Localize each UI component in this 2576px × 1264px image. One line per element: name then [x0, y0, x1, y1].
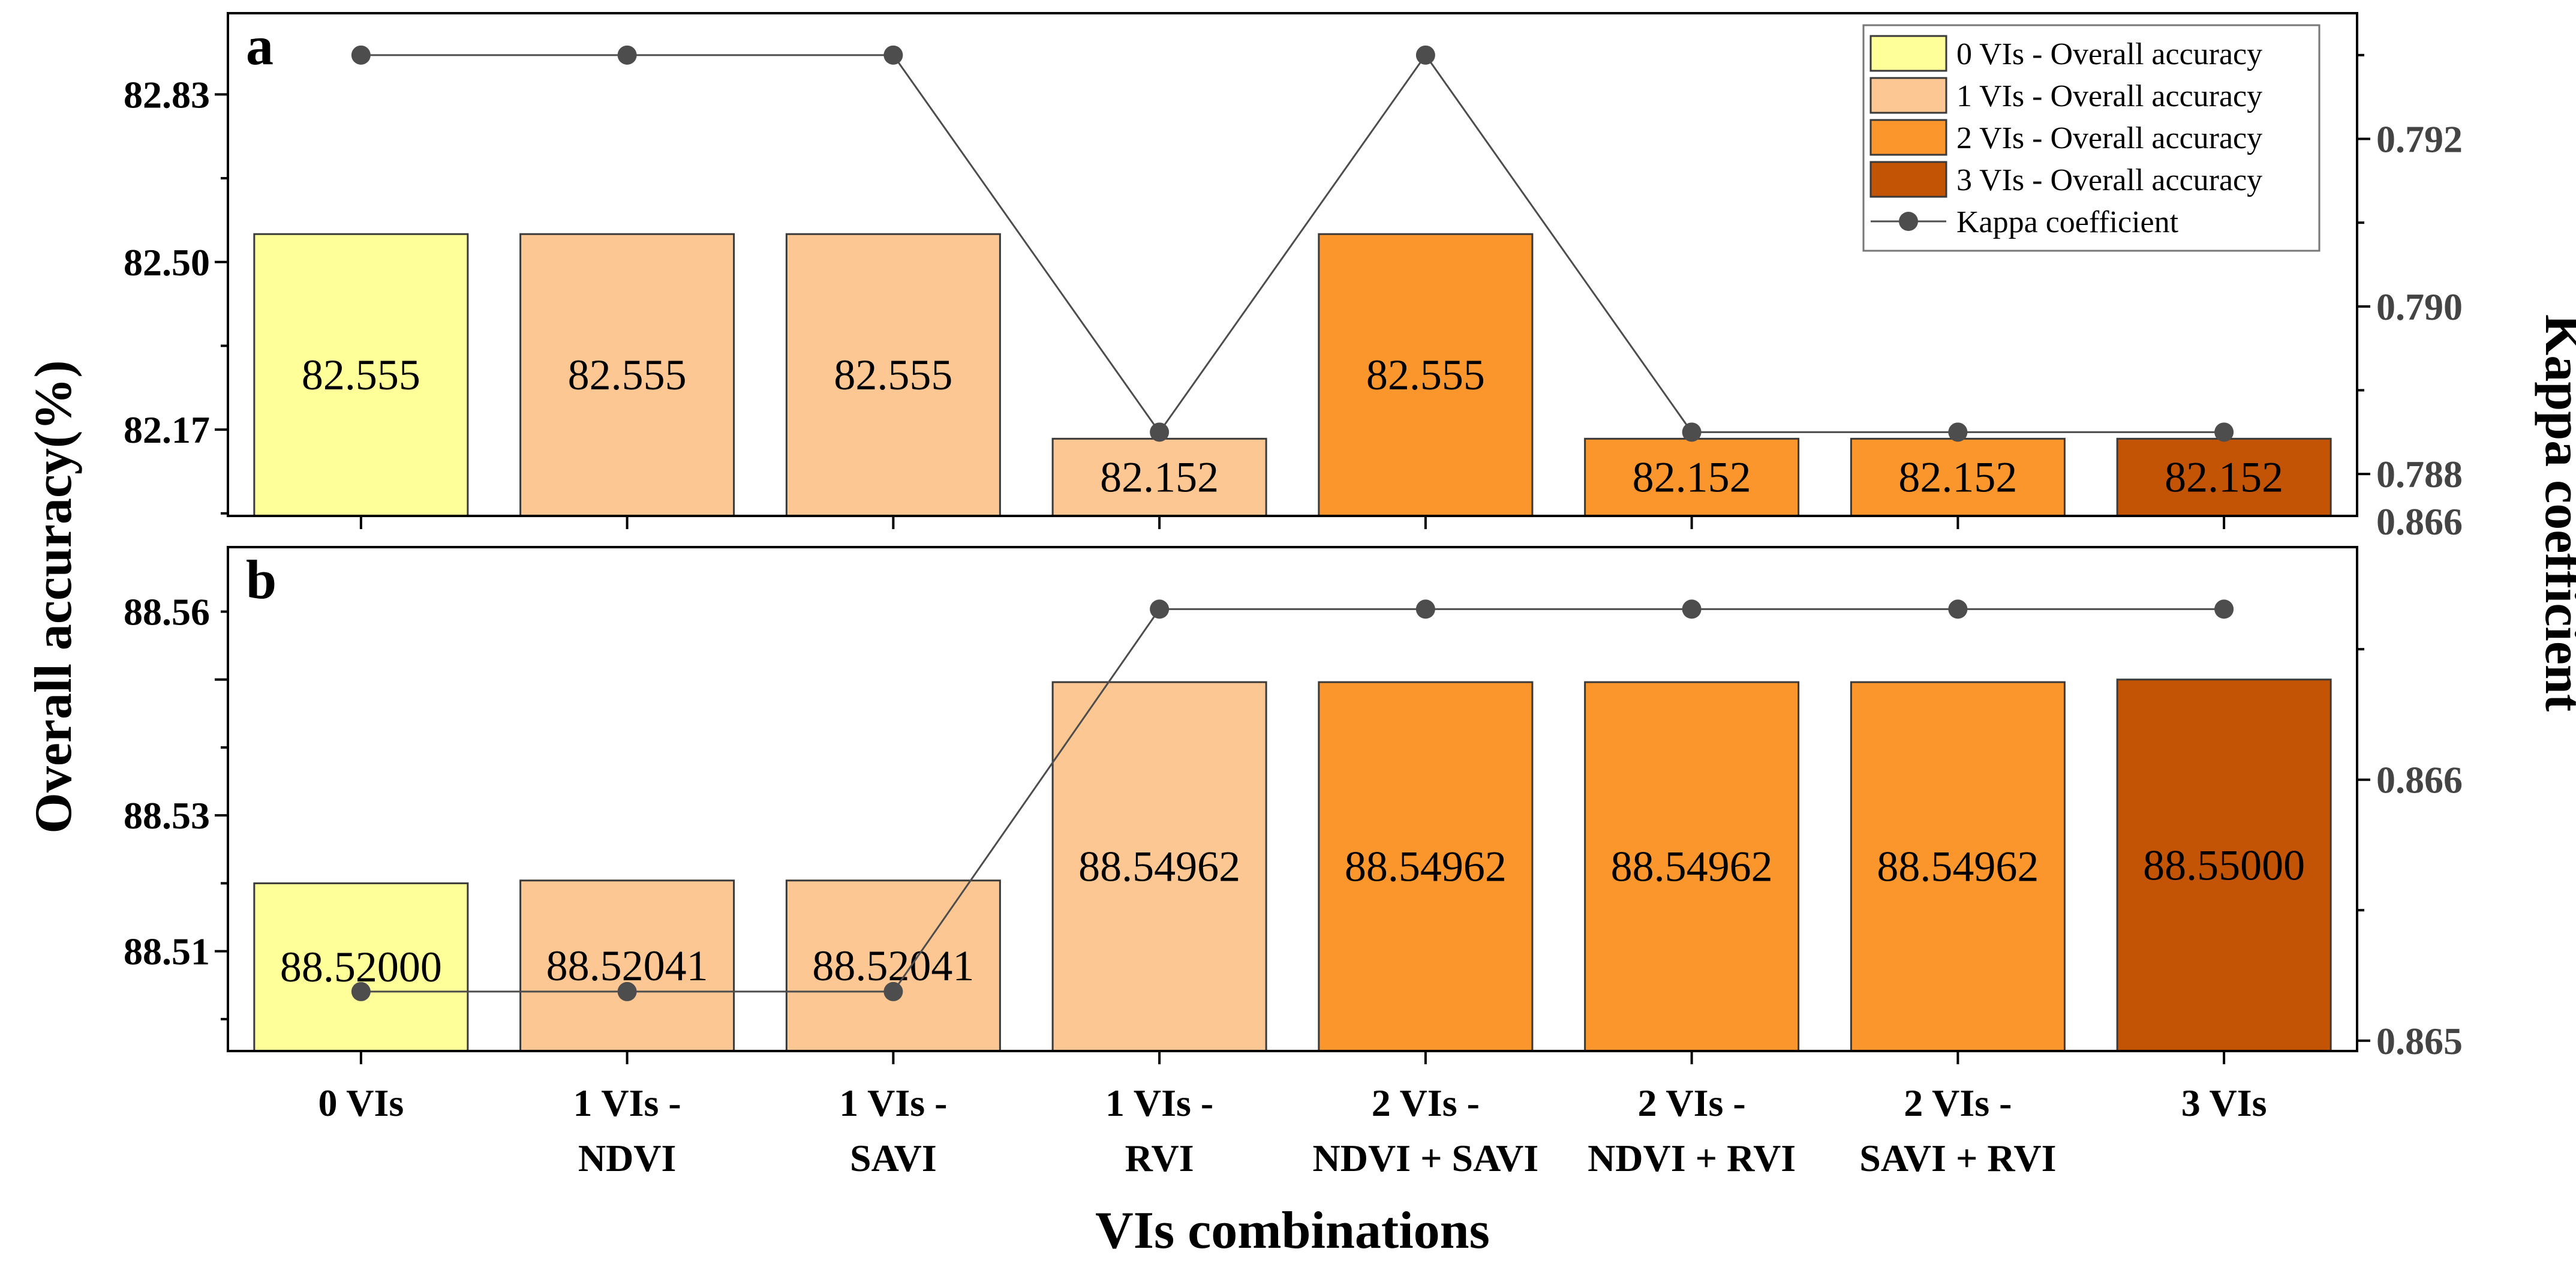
kappa-point	[1150, 422, 1170, 442]
x-tick-label: 0 VIs	[318, 1082, 404, 1124]
legend-swatch	[1869, 35, 1947, 72]
legend-label: 2 VIs - Overall accuracy	[1956, 121, 2262, 155]
legend-label: 3 VIs - Overall accuracy	[1956, 163, 2262, 197]
bar-value-label: 88.52041	[546, 942, 708, 990]
kappa-point	[1682, 599, 1702, 619]
x-tick-label: NDVI + SAVI	[1313, 1137, 1539, 1179]
kappa-point	[617, 981, 637, 1001]
legend-label: 0 VIs - Overall accuracy	[1956, 37, 2262, 71]
kappa-point	[1948, 599, 1968, 619]
legend: 0 VIs - Overall accuracy 1 VIs - Overall …	[1862, 24, 2320, 252]
bar	[2116, 437, 2332, 517]
x-tick-label: 1 VIs -	[839, 1082, 947, 1124]
bar	[1318, 233, 1534, 517]
bar-value-label: 82.555	[834, 351, 952, 399]
bar	[519, 879, 735, 1052]
kappa-point	[351, 981, 371, 1001]
bar	[253, 233, 469, 517]
kappa-point	[2214, 422, 2234, 442]
y2-tick-label: 0.866	[2376, 759, 2463, 801]
bar-value-label: 82.152	[1100, 454, 1219, 502]
bar	[1051, 437, 1267, 517]
bar	[1850, 681, 2066, 1052]
x-tick-label: 2 VIs -	[1638, 1082, 1746, 1124]
x-tick-label: 2 VIs -	[1904, 1082, 2012, 1124]
bar-value-label: 82.555	[568, 351, 687, 399]
y2-tick-label: 0.790	[2376, 286, 2463, 328]
bar-value-label: 88.54962	[1078, 843, 1240, 891]
y-axis-title-left: Overall accuracy(%)	[25, 360, 83, 833]
y2-tick-label: 0.866	[2376, 500, 2463, 543]
kappa-point	[617, 45, 637, 65]
y-tick-label: 88.53	[124, 794, 210, 837]
kappa-point	[2214, 599, 2234, 619]
bar-value-label: 88.52041	[812, 942, 974, 990]
kappa-point	[1415, 599, 1435, 619]
bar	[1584, 681, 1800, 1052]
kappa-line	[360, 53, 2225, 434]
kappa-line	[360, 608, 2225, 993]
x-tick-label: 1 VIs -	[573, 1082, 681, 1124]
plot-frame	[227, 12, 2358, 517]
x-tick-label: NDVI + RVI	[1588, 1137, 1796, 1179]
x-tick-label: 3 VIs	[2181, 1082, 2267, 1124]
bar-value-label: 82.152	[1633, 454, 1751, 502]
x-tick-label: 2 VIs -	[1372, 1082, 1480, 1124]
bar-value-label: 82.555	[302, 351, 420, 399]
legend-swatch-marker	[1899, 212, 1918, 231]
bar-value-label: 88.54962	[1611, 843, 1773, 891]
legend-swatch	[1869, 119, 1947, 156]
bar	[1584, 437, 1800, 517]
bar	[785, 879, 1001, 1052]
kappa-point	[1150, 599, 1170, 619]
legend-label: 1 VIs - Overall accuracy	[1956, 79, 2262, 113]
kappa-point	[1682, 422, 1702, 442]
y2-tick-label: 0.865	[2376, 1020, 2463, 1062]
x-tick-label: RVI	[1125, 1137, 1194, 1179]
panel-label: a	[246, 15, 273, 76]
bar	[1318, 681, 1534, 1052]
x-tick-label: NDVI	[578, 1137, 677, 1179]
kappa-point	[1415, 45, 1435, 65]
plot-frame	[227, 546, 2358, 1052]
legend-swatch	[1869, 161, 1947, 198]
x-axis-title: VIs combinations	[1095, 1202, 1490, 1260]
bar	[2116, 678, 2332, 1052]
bar-value-label: 88.54962	[1877, 843, 2039, 891]
y-tick-label: 82.17	[124, 409, 210, 451]
kappa-point	[1948, 422, 1968, 442]
x-tick-label: 1 VIs -	[1105, 1082, 1213, 1124]
legend-label: Kappa coefficient	[1956, 205, 2179, 239]
y2-tick-label: 0.788	[2376, 453, 2463, 496]
y-tick-label: 88.56	[124, 591, 210, 633]
panel-label: b	[246, 549, 276, 610]
y-axis-title-right: Kappa coefficient	[2534, 314, 2576, 711]
kappa-point	[883, 981, 903, 1001]
x-tick-label: SAVI	[850, 1137, 937, 1179]
kappa-point	[883, 45, 903, 65]
bar	[785, 233, 1001, 517]
x-tick-label: SAVI + RVI	[1859, 1137, 2056, 1179]
bar-value-label: 82.555	[1366, 351, 1485, 399]
bar	[519, 233, 735, 517]
y-tick-label: 82.83	[124, 73, 210, 116]
legend-swatch	[1869, 77, 1947, 114]
y-tick-label: 88.51	[124, 930, 210, 973]
panel-a: 82.555 82.555 82.555 82.152 82.555 82.152 82.1…	[124, 12, 2463, 529]
bar-value-label: 88.54962	[1345, 843, 1507, 891]
bar-value-label: 88.55000	[2143, 841, 2305, 889]
y2-tick-label: 0.792	[2376, 118, 2463, 161]
bar-value-label: 82.152	[2165, 454, 2283, 502]
y-tick-label: 82.50	[124, 241, 210, 284]
bar-value-label: 82.152	[1898, 454, 2017, 502]
kappa-point	[351, 45, 371, 65]
